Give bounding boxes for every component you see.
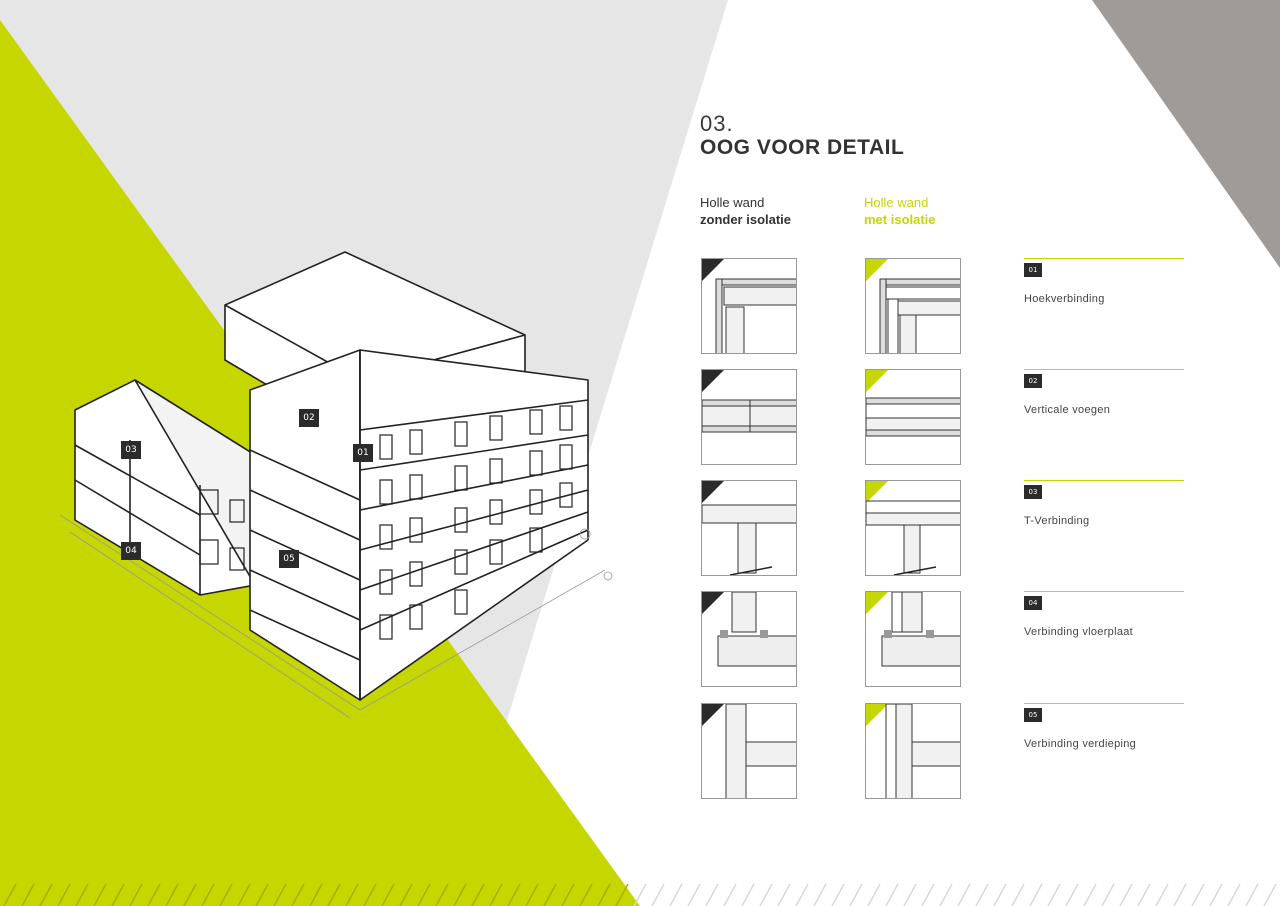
column-heading-without-insulation: Holle wand zonder isolatie [700,194,791,228]
building-marker-01: 01 [353,444,373,462]
grey-triangle [1092,0,1280,268]
detail-05-with-insulation [865,703,961,799]
detail-02-without-insulation [701,369,797,465]
row-01: 01 Hoekverbinding [1024,258,1184,305]
row-label: Verticale voegen [1024,404,1111,416]
row-03: 03 T-Verbinding [1024,480,1184,527]
building-marker-04: 04 [121,542,141,560]
windows [199,405,573,640]
detail-04-with-insulation [865,591,961,687]
building-marker-05: 05 [279,550,299,568]
row-04: 04 Verbinding vloerplaat [1024,591,1184,638]
column-heading-line2: zonder isolatie [700,212,792,227]
row-code: 05 [1024,708,1042,722]
divider [1024,591,1184,592]
row-code: 02 [1024,374,1042,388]
row-label: Verbinding vloerplaat [1024,626,1134,638]
detail-04-without-insulation [701,591,797,687]
divider [1024,703,1184,704]
row-05: 05 Verbinding verdieping [1024,703,1184,750]
row-code: 04 [1024,596,1042,610]
detail-03-with-insulation [865,480,961,576]
detail-05-without-insulation [701,703,797,799]
front-wall-right [359,349,589,701]
column-heading-line1: Holle wand [864,195,929,210]
building-illustration [60,251,613,719]
column-heading-with-insulation: Holle wand met isolatie [864,194,936,228]
row-label: T-Verbinding [1024,515,1090,527]
divider [1024,258,1184,259]
building-marker-03: 03 [121,441,141,459]
detail-03-without-insulation [701,480,797,576]
bottom-hatch-stripes [0,884,1280,906]
detail-02-with-insulation [865,369,961,465]
divider [1024,369,1184,370]
section-number: 03. [700,111,734,136]
column-heading-line1: Holle wand [700,195,765,210]
dimension-lines [60,514,613,719]
divider [1024,480,1184,481]
row-label: Verbinding verdieping [1024,738,1137,750]
detail-01-without-insulation [701,258,797,354]
column-heading-line2: met isolatie [864,212,936,227]
detail-01-with-insulation [865,258,961,354]
row-label: Hoekverbinding [1024,293,1105,305]
building-marker-02: 02 [299,409,319,427]
page-title: OOG VOOR DETAIL [700,136,905,159]
front-wall-left [249,349,361,701]
row-code: 01 [1024,263,1042,277]
row-code: 03 [1024,485,1042,499]
row-02: 02 Verticale voegen [1024,369,1184,416]
